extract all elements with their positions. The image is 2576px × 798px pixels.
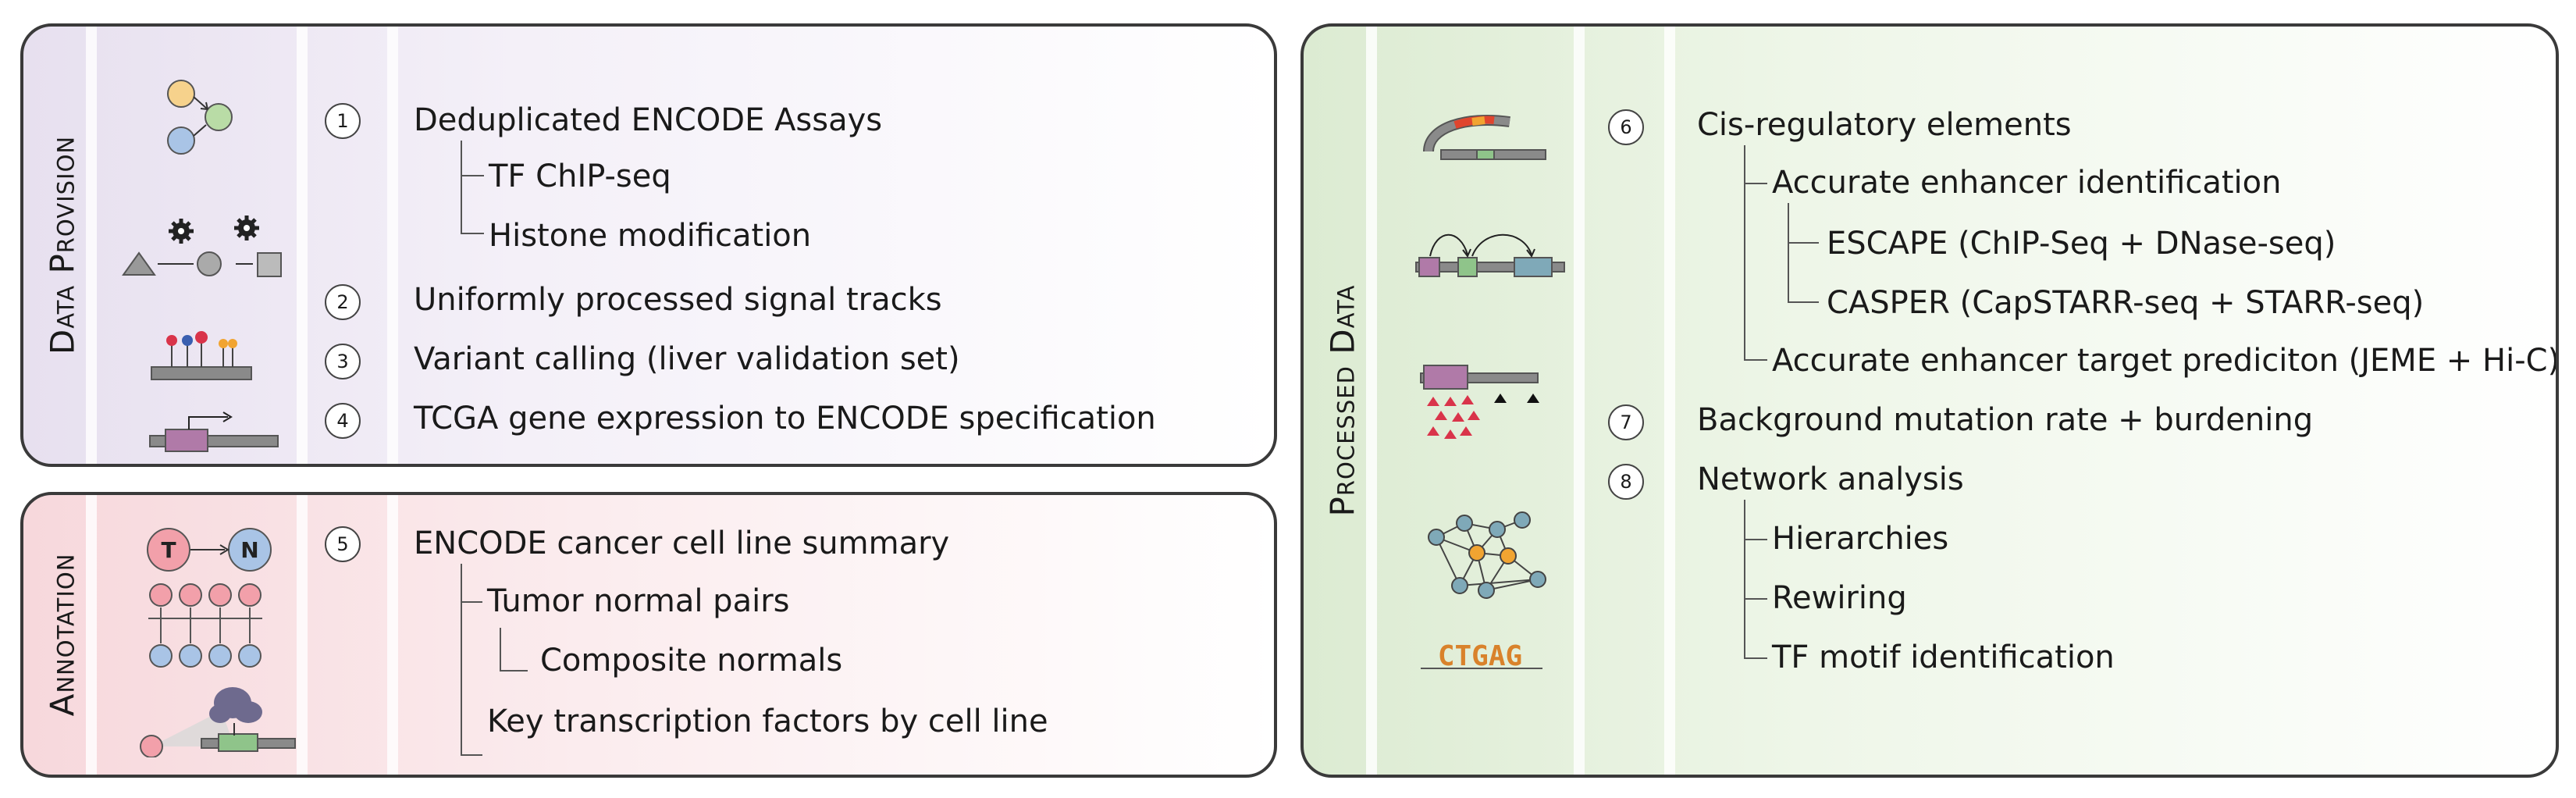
item-enhancer-target-prediction: Accurate enhancer target prediciton (JEM… <box>1772 343 2559 379</box>
item-histone-modification: Histone modification <box>489 218 812 254</box>
transcription-factor-icon <box>140 687 296 757</box>
step-number-3: 3 <box>325 344 361 379</box>
enhancer-target-icon <box>1415 233 1565 277</box>
tree-connector <box>500 670 528 672</box>
step-number-8: 8 <box>1608 464 1644 500</box>
item-rewiring: Rewiring <box>1772 580 1907 616</box>
composite-normals-icon <box>148 583 262 668</box>
tree-connector <box>1788 242 1819 244</box>
stripe <box>297 495 308 775</box>
tree-connector <box>1788 301 1819 303</box>
item-tf-motif-identification: TF motif identification <box>1772 639 2115 675</box>
stripe <box>86 495 97 775</box>
stripe <box>387 495 398 775</box>
item-signal-tracks: Uniformly processed signal tracks <box>414 282 942 318</box>
stripe <box>297 27 308 464</box>
step-number-6: 6 <box>1608 109 1644 145</box>
item-composite-normals: Composite normals <box>540 643 843 679</box>
stripe <box>1664 27 1675 775</box>
item-casper: CASPER (CapSTARR-seq + STARR-seq) <box>1827 285 2425 321</box>
tree-connector <box>461 564 462 754</box>
tree-connector <box>500 628 501 670</box>
tumor-normal-pair-icon: T N <box>147 528 272 572</box>
step-number-1: 1 <box>325 103 361 139</box>
step-number-4: 4 <box>325 403 361 439</box>
item-cis-regulatory-elements: Cis-regulatory elements <box>1697 107 2072 143</box>
item-tcga-gene-expression: TCGA gene expression to ENCODE specifica… <box>414 401 1156 436</box>
dedup-circles-icon <box>167 80 233 155</box>
cis-regulatory-element-icon <box>1423 114 1546 160</box>
item-variant-calling: Variant calling (liver validation set) <box>414 341 960 377</box>
tree-connector <box>1744 539 1767 540</box>
data-provision-title: Data Provision <box>43 135 82 355</box>
normal-label: N <box>240 537 258 563</box>
annotation-title: Annotation <box>43 553 82 717</box>
item-tf-chip-seq: TF ChIP-seq <box>489 159 671 194</box>
item-background-mutation-rate: Background mutation rate + burdening <box>1697 402 2314 438</box>
item-deduplicated-assays: Deduplicated ENCODE Assays <box>414 102 883 138</box>
step-number-7: 7 <box>1608 404 1644 440</box>
tree-connector <box>461 754 482 756</box>
data-provision-panel: Data Provision 1 De <box>20 23 1277 467</box>
tumor-label: T <box>161 537 176 563</box>
tree-connector <box>461 141 462 233</box>
step-number-2: 2 <box>325 284 361 320</box>
annotation-panel: Annotation T N 5 ENCODE cancer cell line… <box>20 492 1277 778</box>
processed-data-title: Processed Data <box>1323 284 1362 517</box>
tree-connector <box>1744 145 1745 359</box>
item-cancer-cell-line-summary: ENCODE cancer cell line summary <box>414 525 950 561</box>
step-number-5: 5 <box>325 526 361 562</box>
tree-connector <box>1744 598 1767 600</box>
tree-connector <box>461 233 484 234</box>
tree-connector <box>1744 500 1745 657</box>
stripe <box>1574 27 1585 775</box>
processed-data-panel: Processed Data <box>1300 23 2559 778</box>
network-graph-icon <box>1428 511 1546 599</box>
item-enhancer-identification: Accurate enhancer identification <box>1772 165 2282 201</box>
item-key-transcription-factors: Key transcription factors by cell line <box>487 704 1048 739</box>
item-hierarchies: Hierarchies <box>1772 521 1949 557</box>
tree-connector <box>1788 203 1789 301</box>
gene-expression-icon <box>149 411 279 452</box>
mutation-burden-icon <box>1420 365 1539 439</box>
item-network-analysis: Network analysis <box>1697 461 1964 497</box>
tree-connector <box>1744 183 1767 184</box>
tree-connector <box>461 175 484 176</box>
tree-connector <box>1744 657 1767 659</box>
processing-gears-icon <box>122 216 282 277</box>
motif-letters: CTGAG <box>1438 640 1522 672</box>
tree-connector <box>461 601 482 603</box>
item-tumor-normal-pairs: Tumor normal pairs <box>487 583 790 619</box>
stripe <box>86 27 97 464</box>
tf-motif-logo-icon: CTGAG <box>1421 640 1542 672</box>
tree-connector <box>1744 359 1767 361</box>
signal-tracks-icon <box>151 331 252 380</box>
stripe <box>387 27 398 464</box>
item-escape: ESCAPE (ChIP-Seq + DNase-seq) <box>1827 226 2336 262</box>
stripe <box>1366 27 1377 775</box>
